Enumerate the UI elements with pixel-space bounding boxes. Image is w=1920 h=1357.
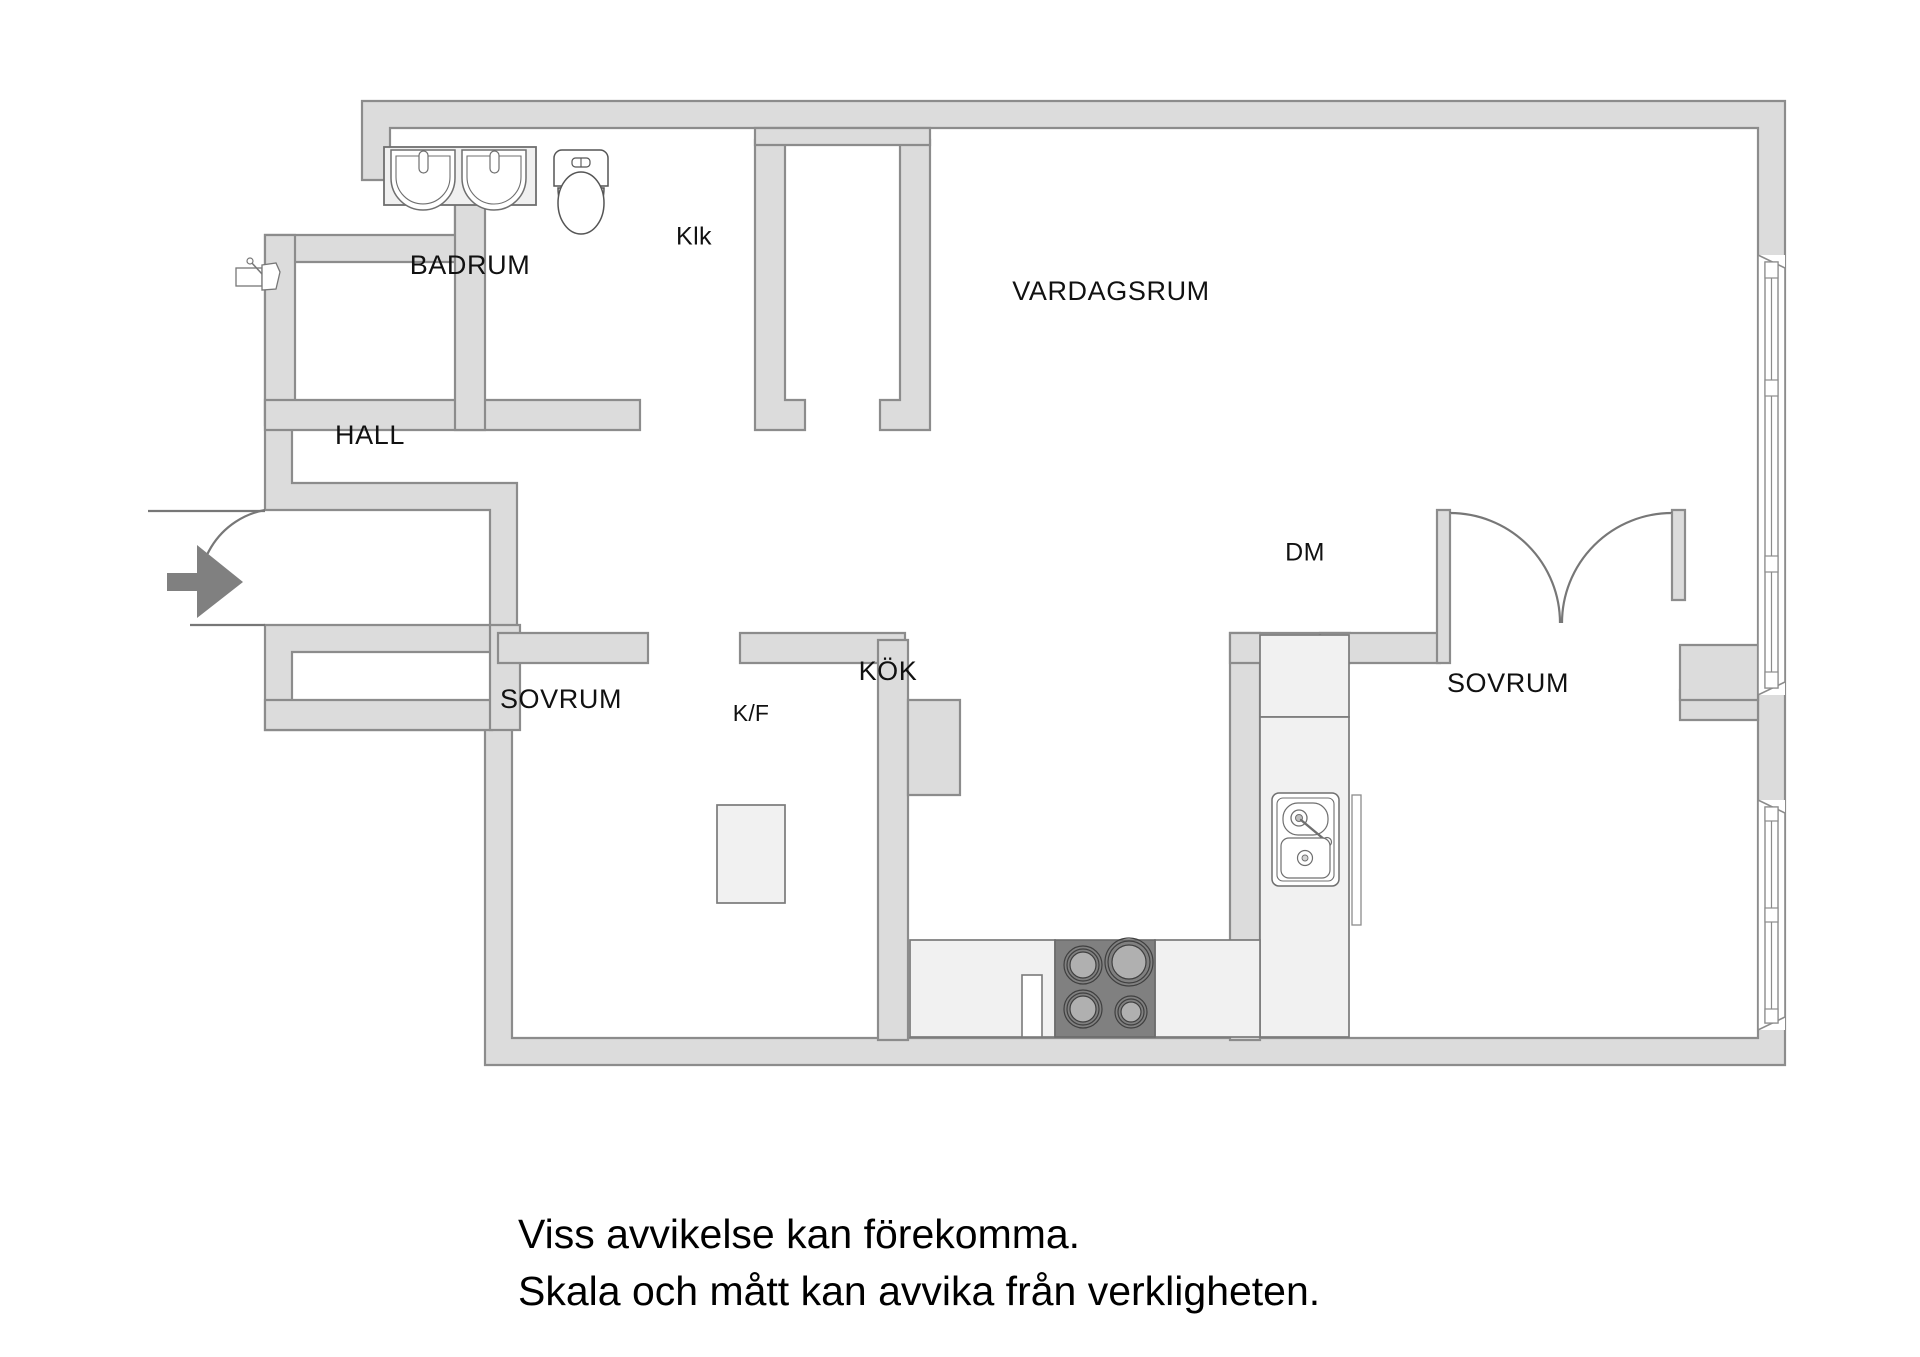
double-door-jamb-right xyxy=(1670,508,1687,602)
bathroom-sink-left xyxy=(390,149,456,211)
room-label-sovrum-right: SOVRUM xyxy=(1447,668,1569,698)
kitchen-tall-unit xyxy=(1351,794,1362,926)
kok-niche-wall xyxy=(906,698,962,797)
room-label-dm: DM xyxy=(1285,539,1325,567)
east-wall-step xyxy=(1678,643,1760,702)
disclaimer-line-1: Viss avvikelse kan förekomma. xyxy=(518,1211,1080,1257)
entrance-door[interactable] xyxy=(148,508,266,627)
room-label-vardagsrum: VARDAGSRUM xyxy=(1012,276,1210,306)
window-right-upper xyxy=(1757,253,1786,697)
double-door-arc-left xyxy=(1449,511,1562,624)
room-label-kf: K/F xyxy=(733,700,769,726)
klk-east-wall xyxy=(878,138,932,432)
room-labels: BADRUM Klk VARDAGSRUM HALL SOVRUM KÖK K/… xyxy=(335,223,1569,726)
room-label-badrum: BADRUM xyxy=(410,250,531,280)
room-label-sovrum-left: SOVRUM xyxy=(500,684,622,714)
outer-walls xyxy=(263,99,1787,1067)
bathroom-sink-right xyxy=(461,149,527,211)
bathroom-south-wall xyxy=(263,398,642,432)
wall-structure xyxy=(263,99,1787,1067)
dishwasher-unit xyxy=(1259,634,1350,718)
sovrum-kok-partition xyxy=(876,638,910,1042)
window-group-east xyxy=(1757,253,1786,1032)
toilet-icon xyxy=(553,149,609,235)
stove-icon xyxy=(1054,937,1156,1038)
disclaimer-block: Viss avvikelse kan förekomma. Skala och … xyxy=(518,1211,1320,1314)
hall-sovrum-wall-left xyxy=(263,698,494,732)
kitchen-base-counter-right xyxy=(1154,939,1261,1038)
shower-faucet-icon xyxy=(235,257,281,291)
bathroom-east-wall xyxy=(453,178,487,432)
disclaimer-line-2: Skala och mått kan avvika från verklighe… xyxy=(518,1268,1320,1314)
room-label-kok: KÖK xyxy=(859,656,918,686)
entrance-arrow-icon xyxy=(167,545,243,618)
klk-west-wall xyxy=(753,138,807,432)
kitchen-sink-icon xyxy=(1271,792,1340,887)
bathroom-fixtures xyxy=(235,146,609,291)
double-door-jamb-left xyxy=(1435,508,1452,665)
double-door-arc-right xyxy=(1560,511,1673,624)
room-label-klk: Klk xyxy=(676,223,712,251)
room-label-hall: HALL xyxy=(335,420,405,450)
fridge-freezer-unit xyxy=(716,804,786,904)
kitchen-fixtures xyxy=(716,634,1362,1038)
double-door-bedroom-right[interactable] xyxy=(1449,511,1673,660)
window-right-lower xyxy=(1757,798,1786,1032)
klk-top-wall xyxy=(753,126,932,147)
sovrum-left-north-wall-a xyxy=(496,631,650,665)
counter-divider-stub xyxy=(1021,974,1043,1038)
